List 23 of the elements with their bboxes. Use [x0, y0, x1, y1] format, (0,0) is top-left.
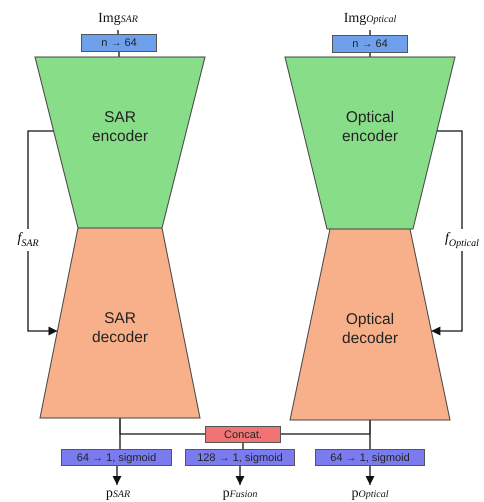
layer-box: Concat.: [205, 426, 281, 443]
connector-line: [119, 418, 205, 435]
block-label: SAR decoder: [90, 310, 149, 348]
layer-box: 64 → 1, sigmoid: [315, 449, 425, 466]
edge-label: f$_{SAR}$: [18, 229, 39, 251]
layer-box: 128 → 1, sigmoid: [185, 449, 295, 466]
layer-box: n → 64: [332, 35, 408, 53]
decoder-block: [290, 229, 450, 420]
decoder-block: [40, 228, 200, 418]
arrow: [112, 466, 122, 485]
edge-label: f$_{Optical}$: [445, 229, 479, 251]
arrow: [366, 466, 374, 485]
encoder-block: [35, 57, 205, 228]
block-label: Optical decoder: [340, 311, 399, 348]
layer-box: n → 64: [81, 34, 157, 52]
encoder-block: [285, 57, 455, 229]
arrow: [431, 130, 463, 336]
arrow: [27, 130, 58, 336]
layer-box: 64 → 1, sigmoid: [61, 449, 172, 466]
block-label: Optical encoder: [340, 109, 399, 146]
block-label: SAR encoder: [90, 109, 149, 146]
connector-line: [369, 420, 371, 449]
arrow: [236, 466, 244, 485]
